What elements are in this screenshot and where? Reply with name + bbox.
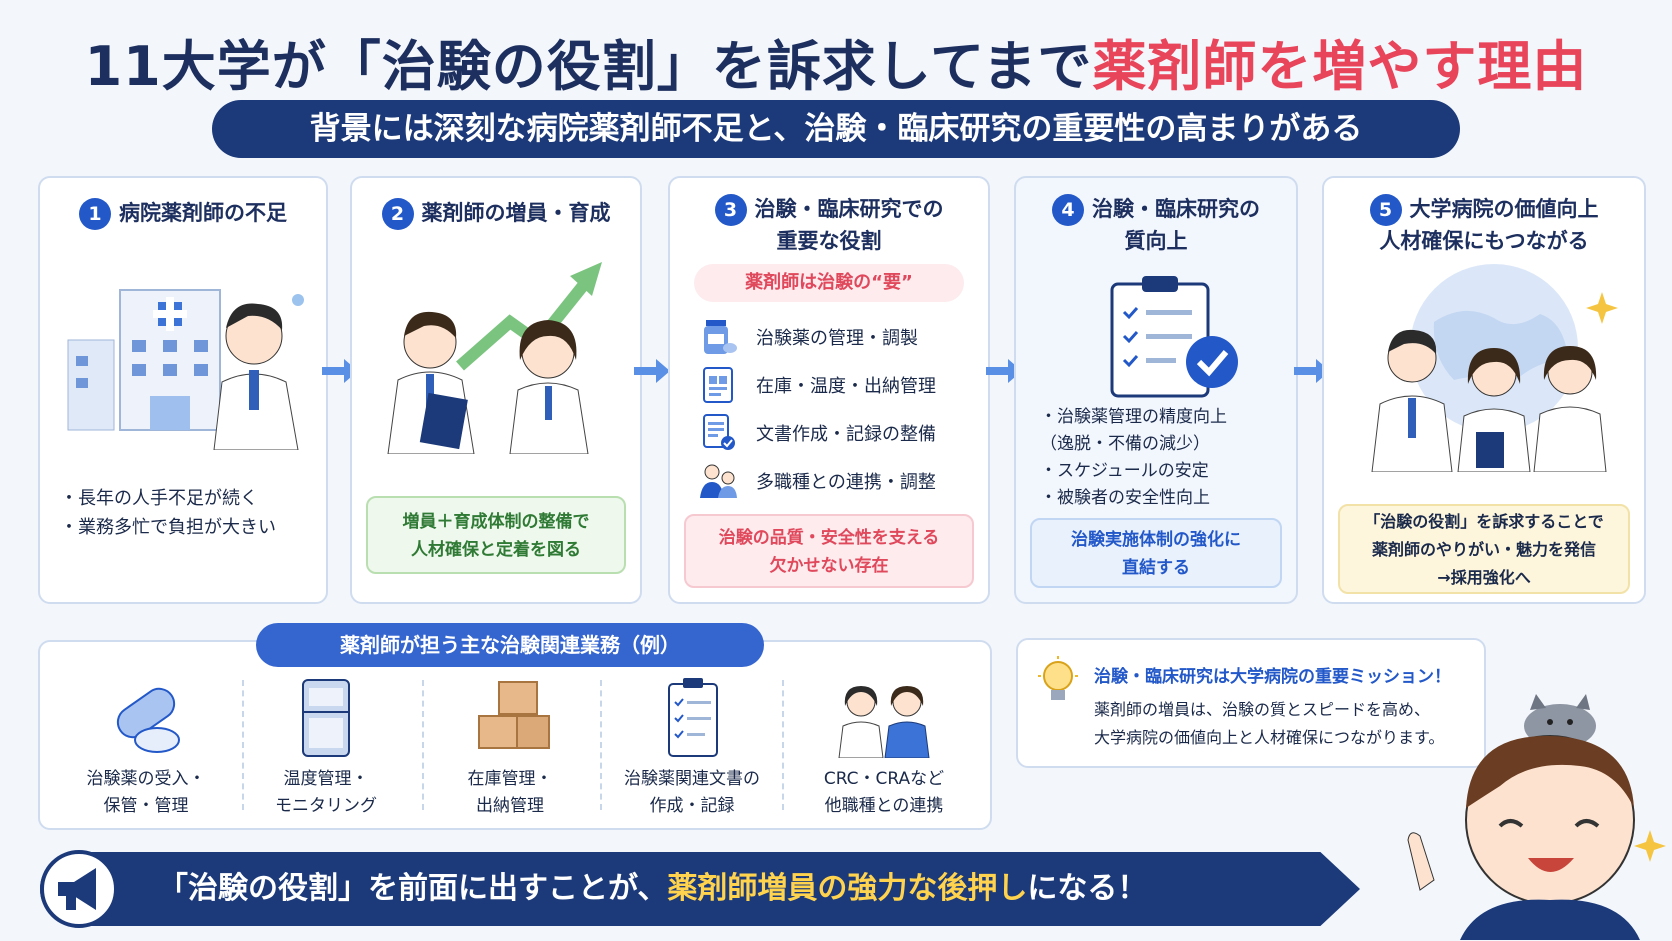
step-1-bullet: ・長年の人手不足が続く	[60, 488, 258, 509]
hospital-doctor-illustration	[67, 289, 304, 450]
step-5-title-line: 人材確保にもつながる	[1379, 229, 1589, 253]
boxes-icon	[478, 681, 550, 749]
arrow-right-icon	[1294, 359, 1330, 383]
step-2-heading: 2 薬剤師の増員・育成	[352, 198, 640, 230]
banner-highlight: 薬剤師増員の強力な後押し	[667, 871, 1028, 906]
divider	[422, 680, 424, 810]
step-1-title: 病院薬剤師の不足	[119, 201, 287, 225]
banner-pre: 「治験の役割」を前面に出すことが、	[158, 871, 668, 906]
duty-item: 在庫管理・ 出納管理	[422, 678, 598, 818]
step-4-bullet: ・治験薬管理の精度向上	[1040, 407, 1227, 427]
banner-text: 「治験の役割」を前面に出すことが、薬剤師増員の強力な後押しになる！	[158, 852, 1147, 926]
lightbulb-icon	[1038, 656, 1078, 700]
document-check-icon	[703, 414, 735, 450]
step-4-title-line: 治験・臨床研究の	[1092, 197, 1260, 221]
capsule-icon	[116, 687, 180, 753]
staff-icon	[838, 686, 930, 758]
step-3-title-line: 重要な役割	[776, 229, 882, 253]
step-4-title-line: 質向上	[1124, 229, 1188, 253]
step-card-3: 3 治験・臨床研究での 重要な役割 薬剤師は治験の“要” 治験薬の管理・調製 在庫…	[668, 176, 990, 604]
duty-item: 温度管理・ モニタリング	[238, 678, 414, 818]
refrigerator-icon	[302, 679, 350, 757]
page-title: 11大学が「治験の役割」を訴求してまで薬剤師を増やす理由	[0, 22, 1672, 101]
step-5-title-line: 大学病院の価値向上	[1409, 197, 1599, 221]
step-1-number: 1	[79, 198, 111, 230]
step-4-bullet: ・被験者の安全性向上	[1040, 488, 1210, 508]
boy-with-cat-illustration	[1407, 694, 1666, 940]
task-item: 多職種との連携・調整	[698, 460, 968, 500]
step-card-2: 2 薬剤師の増員・育成 増員＋育成体制の整備で 人材確保と定着を図る	[350, 176, 642, 604]
step-3-heading: 3 治験・臨床研究での 重要な役割	[670, 194, 988, 257]
banner-post: になる！	[1027, 871, 1148, 906]
step-2-number: 2	[381, 198, 414, 230]
key-role-badge: 薬剤師は治験の“要”	[694, 264, 964, 302]
title-accent: 薬剤師を増やす理由	[1092, 35, 1588, 98]
team-globe-illustration	[1371, 264, 1618, 472]
step-1-bullet: ・業務多忙で負担が大きい	[60, 517, 276, 538]
duty-item: 治験薬関連文書の 作成・記録	[604, 678, 780, 818]
step-1-heading: 1 病院薬剤師の不足	[40, 198, 326, 230]
subtitle-banner: 背景には深刻な病院薬剤師不足と、治験・臨床研究の重要性の高まりがある	[212, 100, 1460, 158]
step-5-summary: 「治験の役割」を訴求することで 薬剤師のやりがい・魅力を発信 →採用強化へ	[1338, 504, 1630, 594]
divider	[242, 680, 244, 810]
title-main: 11大学が「治験の役割」を訴求してまで	[84, 35, 1093, 98]
arrow-right-icon	[986, 359, 1022, 383]
mission-body-line: 大学病院の価値向上と人材確保につながります。	[1094, 728, 1445, 747]
mission-callout: 治験・臨床研究は大学病院の重要ミッション！ 薬剤師の増員は、治験の質とスピードを…	[1016, 638, 1486, 768]
inventory-sheet-icon	[703, 367, 733, 403]
arrow-right-icon	[634, 359, 670, 383]
step-5-heading: 5 大学病院の価値向上 人材確保にもつながる	[1324, 194, 1644, 257]
divider	[782, 680, 784, 810]
step-2-title: 薬剤師の増員・育成	[421, 201, 611, 225]
step-2-summary: 増員＋育成体制の整備で 人材確保と定着を図る	[366, 496, 626, 574]
medicine-bottle-icon	[704, 320, 737, 354]
step-4-bullet: ・スケジュールの安定	[1040, 461, 1209, 481]
step-card-4: 4 治験・臨床研究の 質向上 ・治験薬管理の精度向上 （逸脱・不備の減少） ・スケ…	[1014, 176, 1298, 604]
arrow-right-icon	[322, 359, 358, 383]
duty-item: 治験薬の受入・ 保管・管理	[58, 678, 234, 818]
pharmacists-growth-illustration	[387, 262, 602, 454]
clipboard-icon	[668, 678, 718, 757]
task-item: 在庫・温度・出納管理	[698, 364, 968, 404]
divider	[600, 680, 602, 810]
step-4-summary: 治験実施体制の強化に 直結する	[1030, 518, 1282, 588]
megaphone-icon	[40, 850, 118, 928]
step-4-heading: 4 治験・臨床研究の 質向上	[1016, 194, 1296, 257]
team-collaboration-icon	[700, 464, 737, 498]
step-card-1: 1 病院薬剤師の不足 ・長年の人手不足が続く ・業務多忙で負担が大きい	[38, 176, 328, 604]
step-3-title-line: 治験・臨床研究での	[754, 197, 944, 221]
step-4-bullet: （逸脱・不備の減少）	[1040, 434, 1210, 454]
duties-panel-tab: 薬剤師が担う主な治験関連業務（例）	[256, 623, 764, 667]
step-3-summary: 治験の品質・安全性を支える 欠かせない存在	[684, 514, 974, 588]
duty-item: CRC・CRAなど 他職種との連携	[796, 678, 972, 818]
conclusion-banner: 「治験の役割」を前面に出すことが、薬剤師増員の強力な後押しになる！	[40, 852, 1360, 926]
step-5-number: 5	[1369, 194, 1402, 226]
step-card-5: 5 大学病院の価値向上 人材確保にもつながる 「治験の役割」を訴求することで 薬剤…	[1322, 176, 1646, 604]
step-4-number: 4	[1052, 194, 1084, 226]
task-item: 文書作成・記録の整備	[698, 412, 968, 452]
step-3-number: 3	[714, 194, 747, 226]
mission-body-line: 薬剤師の増員は、治験の質とスピードを高め、	[1094, 700, 1431, 719]
task-item: 治験薬の管理・調製	[698, 316, 968, 356]
mission-title: 治験・臨床研究は大学病院の重要ミッション！	[1094, 667, 1451, 687]
checklist-clipboard-icon	[1110, 276, 1238, 398]
